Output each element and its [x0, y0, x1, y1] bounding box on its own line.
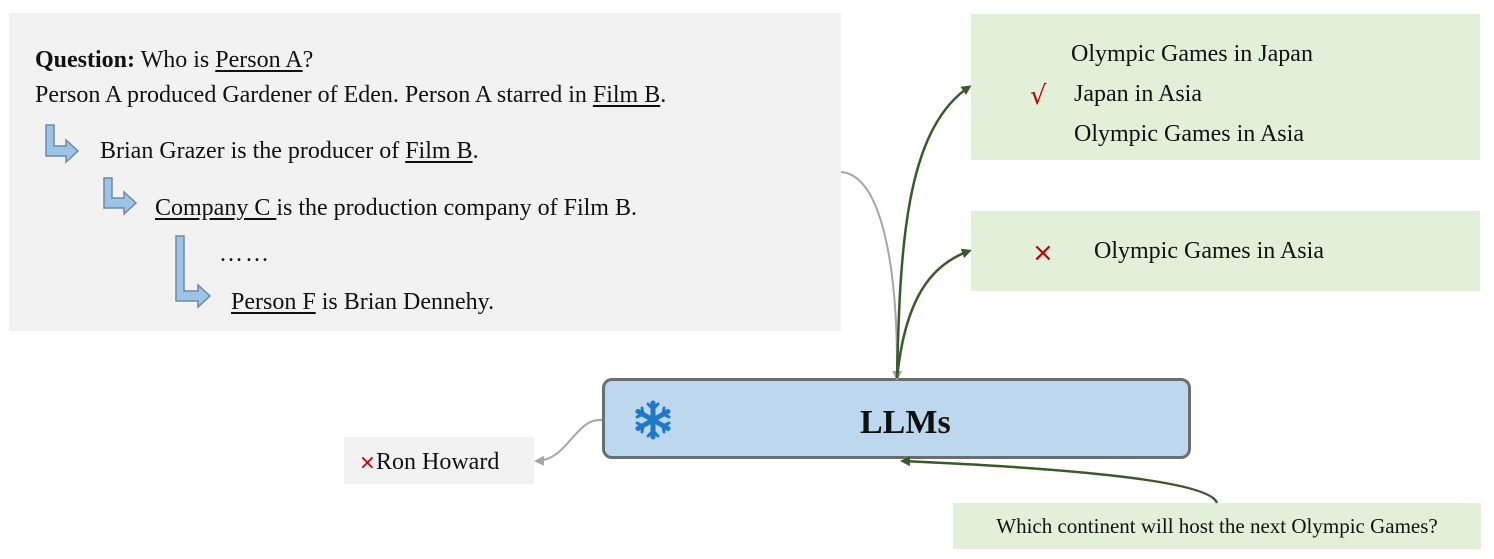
context-end: . [660, 82, 667, 108]
wrong-output-box [344, 437, 534, 484]
step1-text: Brian Grazer is the producer of [100, 138, 406, 164]
question-line: Question: Who is Person A? [35, 48, 313, 72]
step1-end: . [472, 138, 479, 164]
correct-line-3: Olympic Games in Asia [1074, 121, 1304, 147]
question-panel [9, 13, 841, 331]
llm-label: LLMs [860, 404, 951, 441]
question-text: Who is [135, 47, 216, 73]
step4-entity: Person F [231, 289, 316, 315]
correct-line-1: Olympic Games in Japan [1071, 41, 1313, 67]
snowflake-icon [630, 400, 676, 440]
step4-line: Person F is Brian Dennehy. [231, 290, 494, 314]
wrong-output-text: Ron Howard [376, 449, 500, 475]
question-end: ? [302, 47, 314, 73]
answer-box-wrong [971, 211, 1480, 291]
question-entity: Person A [215, 47, 303, 73]
answer-box-correct [971, 14, 1480, 160]
step1-entity: Film B [405, 138, 473, 164]
step2-line: Company C is the production company of F… [155, 196, 637, 220]
step2-text: is the production company of Film B. [276, 195, 637, 221]
step1-line: Brian Grazer is the producer of Film B. [100, 139, 479, 163]
olympic-question-text: Which continent will host the next Olymp… [996, 514, 1438, 538]
context-line: Person A produced Gardener of Eden. Pers… [35, 83, 666, 107]
question-label: Question: [35, 47, 136, 73]
step3-ellipsis: …… [219, 241, 271, 267]
context-text: Person A produced Gardener of Eden. Pers… [35, 82, 593, 108]
llm-box [602, 378, 1191, 459]
cross-mark-icon-output: × [359, 450, 376, 474]
context-entity: Film B [592, 82, 661, 108]
wrong-answer-text: Olympic Games in Asia [1094, 238, 1324, 264]
step2-entity: Company C [155, 195, 277, 221]
check-mark-icon: √ [1030, 81, 1047, 111]
cross-mark-icon: × [1032, 238, 1054, 268]
olympic-question-box [953, 503, 1481, 549]
step4-text: is Brian Dennehy. [315, 289, 495, 315]
correct-line-2: Japan in Asia [1074, 81, 1202, 107]
